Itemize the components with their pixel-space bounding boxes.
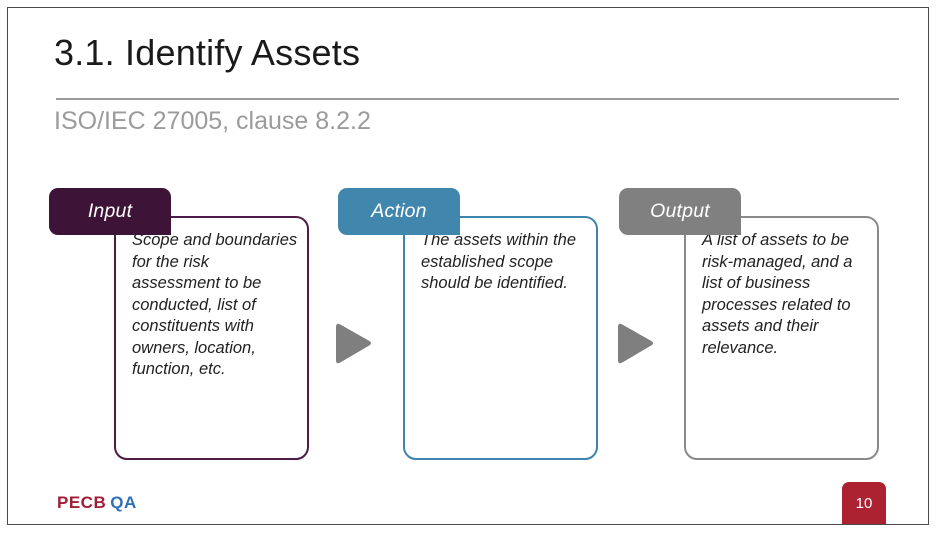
slide-canvas: 3.1. Identify Assets ISO/IEC 27005, clau… — [7, 7, 929, 525]
process-block-output-label: Output — [650, 200, 710, 222]
page-subtitle: ISO/IEC 27005, clause 8.2.2 — [54, 107, 371, 135]
process-block-output-text: A list of assets to be risk-managed, and… — [702, 231, 853, 357]
process-block-action: The assets within the established scope … — [338, 188, 598, 460]
logo-text-pecb: PECB — [57, 493, 107, 512]
process-diagram: Scope and boundaries for the risk assess… — [8, 8, 928, 524]
arrow-right-icon — [330, 320, 374, 368]
page-number-text: 10 — [855, 494, 873, 512]
process-block-input-body: Scope and boundaries for the risk assess… — [114, 216, 309, 460]
process-block-input-label: Input — [87, 200, 133, 222]
process-block-output-tab: Output — [619, 188, 741, 235]
logo-text-qa: QA — [110, 493, 137, 512]
page-title: 3.1. Identify Assets — [54, 32, 361, 73]
process-block-output-body: A list of assets to be risk-managed, and… — [684, 216, 879, 460]
title-divider — [56, 98, 899, 100]
process-block-action-label: Action — [371, 200, 427, 222]
process-block-action-tab: Action — [338, 188, 460, 235]
process-block-action-text: The assets within the established scope … — [421, 231, 576, 292]
process-block-input: Scope and boundaries for the risk assess… — [49, 188, 309, 460]
page-number-badge: 10 — [842, 482, 886, 524]
process-block-input-text: Scope and boundaries for the risk assess… — [132, 231, 298, 378]
process-block-output: A list of assets to be risk-managed, and… — [619, 188, 879, 460]
arrow-right-icon — [612, 320, 656, 368]
process-block-input-tab: Input — [49, 188, 171, 235]
process-block-action-body: The assets within the established scope … — [403, 216, 598, 460]
